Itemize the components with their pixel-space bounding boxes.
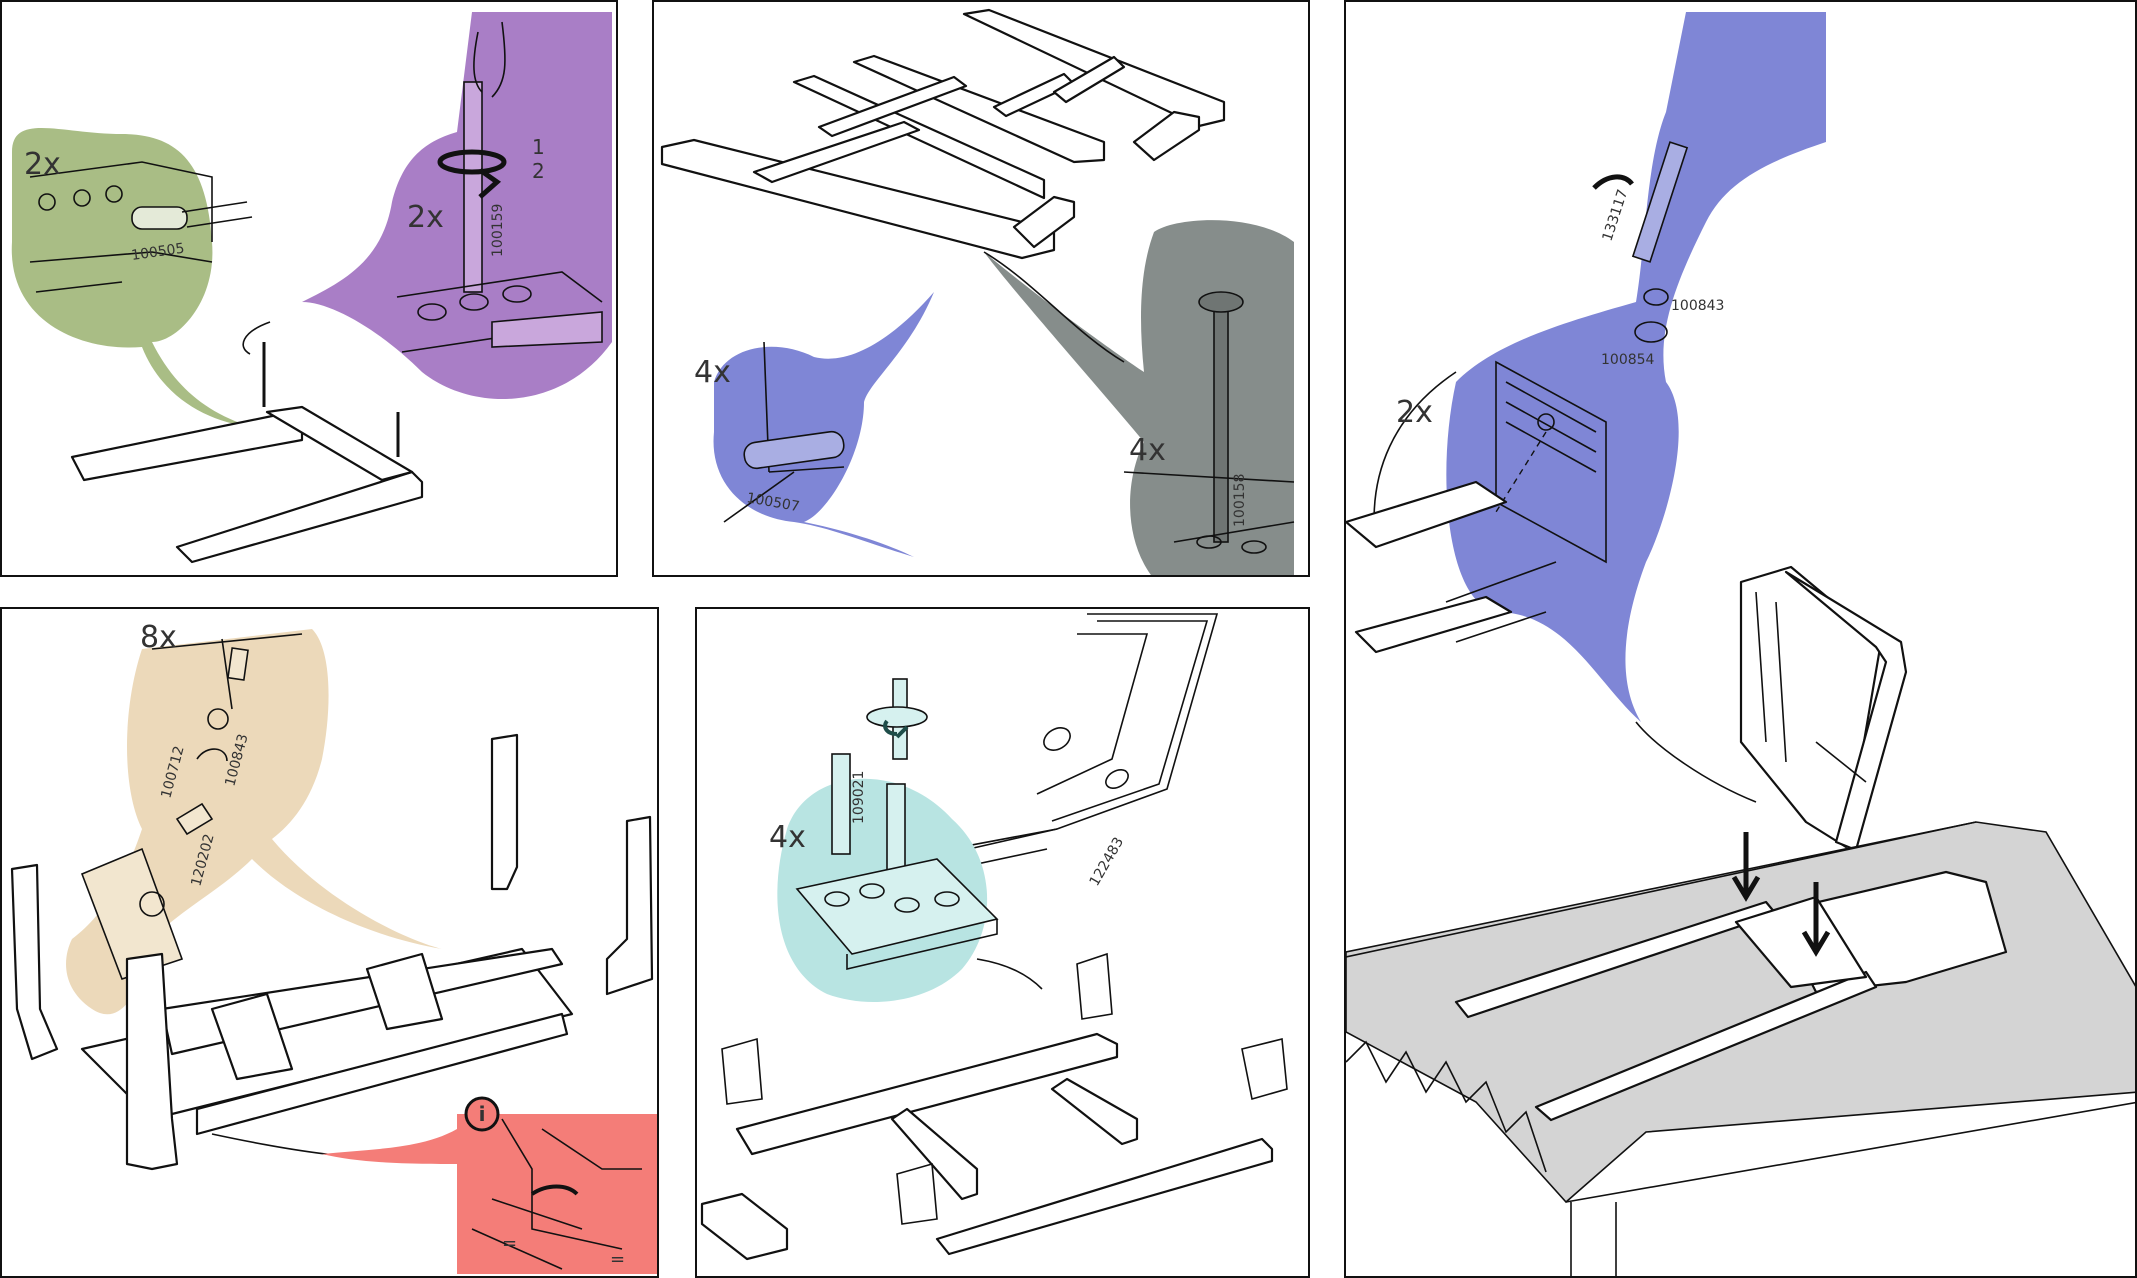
green-callout-bubble [11, 127, 252, 428]
bolt-part-number: 133117 [1600, 187, 1632, 243]
corner-brackets [721, 952, 1288, 1225]
step-2-illustration: 4x 100507 4x 100158 [660, 8, 1295, 575]
grey-callout-part-number: 100158 [1232, 474, 1248, 527]
chair-seat-assembly [1454, 870, 2008, 1122]
blue-hand-callout-qty: 2x [1396, 395, 1433, 430]
screw-part-number: 109021 [851, 771, 867, 824]
purple-callout-bubble [302, 12, 612, 400]
step-3-panel: 2x 133117 100843 100854 [1344, 0, 2137, 1278]
table-rails [700, 1032, 1274, 1261]
green-callout-part-number: 100505 [130, 241, 185, 264]
washer-part-number: 100843 [1671, 298, 1724, 314]
rotation-step-1-label: 1 [532, 135, 545, 159]
green-callout-qty: 2x [24, 147, 61, 182]
blue-callout-qty: 4x [694, 355, 731, 390]
tan-callout-qty: 8x [140, 620, 177, 655]
step-5-illustration: 4x 109021 122483 [700, 613, 1288, 1261]
purple-callout-part-number: 100159 [490, 204, 506, 257]
step-5-panel: 4x 109021 122483 [695, 607, 1310, 1278]
blue-hand-callout-bubble [1446, 12, 1826, 722]
step-1-panel: 2x 100505 2x 100159 1 2 [0, 0, 618, 577]
teal-callout-qty: 4x [769, 820, 806, 855]
info-icon-glyph: i [479, 1102, 486, 1126]
chair-back-frame [1739, 565, 1908, 852]
grey-callout-qty: 4x [1129, 433, 1166, 468]
red-info-callout [322, 1114, 657, 1274]
seat-frame-parts [660, 8, 1226, 260]
chair-side-frame [70, 342, 424, 564]
info-icon [464, 1096, 500, 1132]
equal-mark-right: = [610, 1249, 625, 1270]
blue-callout-bubble [713, 292, 934, 557]
step-3-illustration: 2x 133117 100843 100854 [1346, 12, 2135, 1276]
table-frame [10, 733, 654, 1171]
equal-mark-left: = [502, 1233, 517, 1254]
step-4-illustration: i = = 8x 100712 100843 120202 [10, 620, 657, 1274]
flat-washer-part-number: 100854 [1601, 352, 1655, 368]
bracket-part-number: 122483 [1087, 835, 1128, 889]
step-2-panel: 4x 100507 4x 100158 [652, 0, 1310, 577]
rotation-step-2-label: 2 [532, 159, 545, 183]
step-1-illustration: 2x 100505 2x 100159 1 2 [11, 12, 612, 564]
step-4-panel: i = = 8x 100712 100843 120202 [0, 607, 659, 1278]
purple-callout-qty: 2x [407, 200, 444, 235]
